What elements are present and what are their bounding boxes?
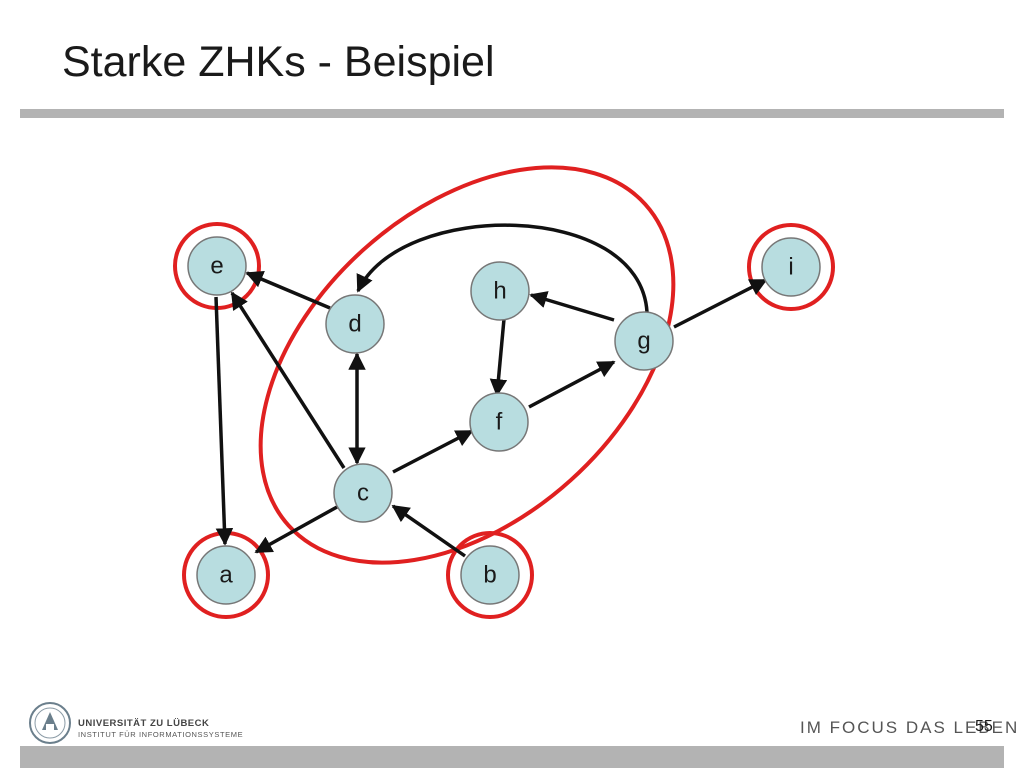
component-ring-cdfgh [258,165,676,565]
node-label-e: e [210,253,223,280]
node-label-d: d [348,311,361,338]
node-g: g [614,311,674,371]
edge-c-e [230,291,346,469]
component-ring-i [747,223,835,311]
node-label-i: i [788,254,793,281]
node-i: i [761,237,821,297]
university-seal-logo [29,702,71,744]
node-e: e [187,236,247,296]
edge-h-f [489,318,508,397]
university-name: UNIVERSITÄT ZU LÜBECK [78,718,210,729]
node-f: f [469,392,529,452]
edge-e-a [214,296,234,546]
node-label-a: a [219,562,233,589]
node-c: c [333,463,393,523]
slide-title: Starke ZHKs - Beispiel [62,38,495,86]
node-label-b: b [483,562,496,589]
node-label-g: g [637,328,650,355]
edge-b-c [391,504,466,558]
edge-d-e [245,271,331,310]
footer-bar [20,746,1004,768]
node-label-c: c [357,480,369,507]
node-d: d [325,294,385,354]
node-label-h: h [493,278,506,305]
edges [214,223,768,558]
edge-g-d [356,223,649,313]
nodes: e i h d g f c a [187,236,821,605]
institute-name: INSTITUT FÜR INFORMATIONSSYSTEME [78,730,244,739]
node-label-f: f [496,409,503,436]
edge-g-i [673,278,768,329]
title-divider [20,109,1004,118]
page-number: 55 [975,718,993,735]
edge-c-a [254,505,338,554]
edge-c-f [392,429,474,474]
node-h: h [470,261,530,321]
slogan: IM FOCUS DAS LEBEN [800,718,1020,737]
node-a: a [196,545,256,605]
edge-f-g [528,360,616,409]
edge-g-h [529,291,615,322]
node-b: b [460,545,520,605]
